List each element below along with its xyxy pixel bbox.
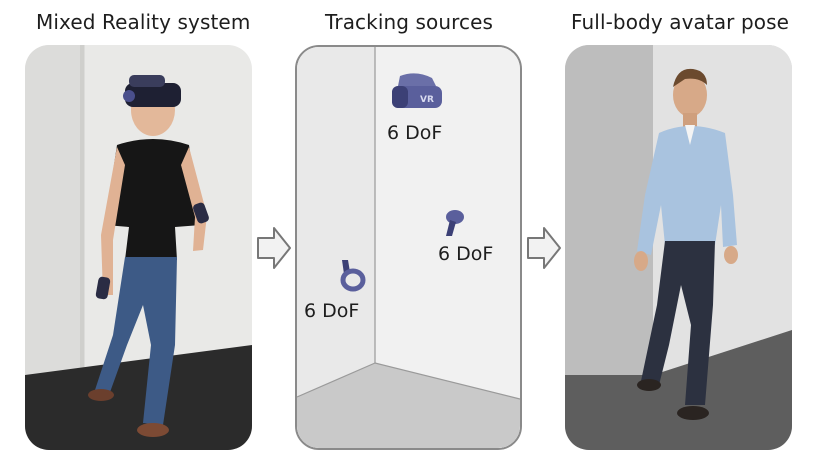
headset-dof-label: 6 DoF: [387, 122, 443, 144]
right-controller-dof-label: 6 DoF: [438, 243, 494, 265]
svg-text:VR: VR: [420, 95, 434, 105]
vr-headset-icon: VR: [388, 72, 444, 112]
title-tracking-sources: Tracking sources: [325, 10, 494, 34]
controller-icon: [336, 258, 366, 292]
controller-icon: [440, 208, 466, 238]
arrow-right-icon: [526, 226, 562, 270]
avatar-render: [565, 45, 792, 450]
tracking-room: [295, 45, 522, 450]
photo-mixed-reality-user: [25, 45, 252, 450]
title-avatar-pose: Full-body avatar pose: [571, 10, 790, 34]
arrow-right-icon: [256, 226, 292, 270]
title-mixed-reality: Mixed Reality system: [36, 10, 251, 34]
left-controller-dof-label: 6 DoF: [304, 300, 360, 322]
